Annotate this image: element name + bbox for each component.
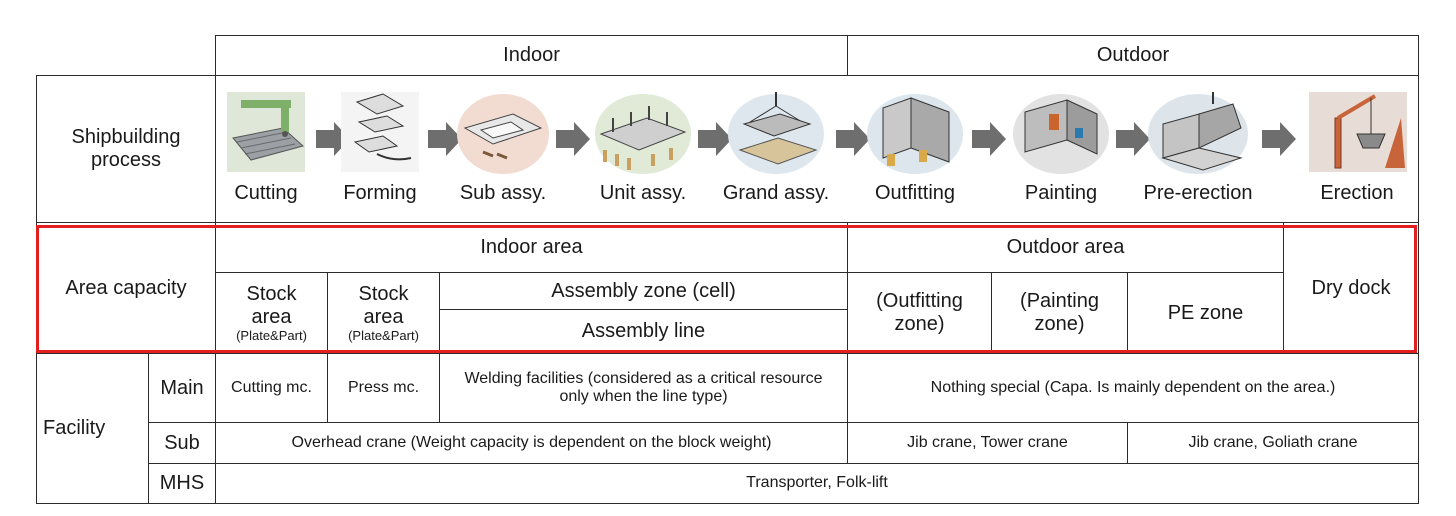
flow-arrow-icon (836, 122, 870, 156)
process-step-unit-assy: Unit assy. (588, 76, 698, 224)
process-step-cutting: Cutting (218, 76, 314, 224)
stock-area-sub-label: (Plate&Part) (348, 327, 419, 343)
process-row-label: Shipbuilding process (36, 75, 216, 223)
step-label: Unit assy. (599, 182, 687, 204)
sub-outdoor-cell-2: Jib crane, Goliath crane (1127, 422, 1419, 464)
grand-assembly-icon (728, 92, 824, 174)
step-label: Sub assy. (459, 182, 547, 204)
process-step-erection: Erection (1298, 76, 1416, 224)
flow-arrow-icon (1116, 122, 1150, 156)
flow-arrow-icon (698, 122, 732, 156)
outfitting-icon (867, 94, 963, 174)
flow-arrow-icon (556, 122, 590, 156)
pe-zone-cell: PE zone (1127, 272, 1284, 354)
stock-area-cell-1: Stock area (Plate&Part) (215, 272, 328, 354)
process-step-pre-erection: Pre-erection (1130, 76, 1266, 224)
painting-icon (1013, 94, 1109, 174)
assembly-zone-cell: Assembly zone (cell) (439, 272, 848, 310)
mhs-cell: Transporter, Folk-lift (215, 463, 1419, 504)
sub-outdoor-cell-1: Jib crane, Tower crane (847, 422, 1128, 464)
indoor-header: Indoor (215, 35, 848, 76)
flow-arrow-icon (1262, 122, 1296, 156)
stock-area-label: Stock area (246, 282, 297, 328)
indoor-area-header: Indoor area (215, 222, 848, 273)
pre-erection-icon (1148, 92, 1248, 174)
sub-indoor-cell: Overhead crane (Weight capacity is depen… (215, 422, 848, 464)
erection-crane-icon (1309, 92, 1407, 172)
forming-press-icon (341, 92, 419, 172)
facility-sub-label: Sub (148, 422, 216, 464)
step-label: Erection (1320, 182, 1394, 204)
main-welding-cell: Welding facilities (considered as a crit… (439, 353, 848, 423)
process-step-sub-assy: Sub assy. (448, 76, 558, 224)
step-label: Forming (343, 182, 417, 204)
main-cutting-cell: Cutting mc. (215, 353, 328, 423)
outdoor-header: Outdoor (847, 35, 1419, 76)
flow-arrow-icon (972, 122, 1006, 156)
outfitting-zone-cell: (Outfitting zone) (847, 272, 992, 354)
flow-arrow-icon (428, 122, 462, 156)
process-step-painting: Painting (1006, 76, 1116, 224)
facility-mhs-label: MHS (148, 463, 216, 504)
facility-label: Facility (36, 353, 149, 504)
outfitting-zone-label: (Outfitting zone) (876, 290, 963, 335)
process-flow: Cutting Forming Sub assy. Un (215, 75, 1419, 223)
stock-area-sub-label: (Plate&Part) (236, 327, 307, 343)
process-step-grand-assy: Grand assy. (710, 76, 842, 224)
stock-area-label: Stock area (358, 282, 409, 328)
step-label: Painting (1024, 182, 1098, 204)
main-press-cell: Press mc. (327, 353, 440, 423)
area-capacity-label: Area capacity (36, 222, 216, 354)
facility-main-label: Main (148, 353, 216, 423)
main-outdoor-cell: Nothing special (Capa. Is mainly depende… (847, 353, 1419, 423)
assembly-line-cell: Assembly line (439, 309, 848, 354)
cutting-machine-icon (227, 92, 305, 172)
outdoor-area-header: Outdoor area (847, 222, 1284, 273)
dry-dock-cell: Dry dock (1283, 222, 1419, 354)
step-label: Pre-erection (1143, 182, 1253, 204)
unit-assembly-icon (595, 94, 691, 174)
painting-zone-cell: (Painting zone) (991, 272, 1128, 354)
stock-area-cell-2: Stock area (Plate&Part) (327, 272, 440, 354)
sub-assembly-icon (457, 94, 549, 174)
step-label: Cutting (234, 182, 298, 204)
process-step-forming: Forming (332, 76, 428, 224)
step-label: Outfitting (874, 182, 956, 204)
painting-zone-label: (Painting zone) (1020, 290, 1099, 335)
step-label: Grand assy. (722, 182, 830, 204)
process-step-outfitting: Outfitting (856, 76, 974, 224)
